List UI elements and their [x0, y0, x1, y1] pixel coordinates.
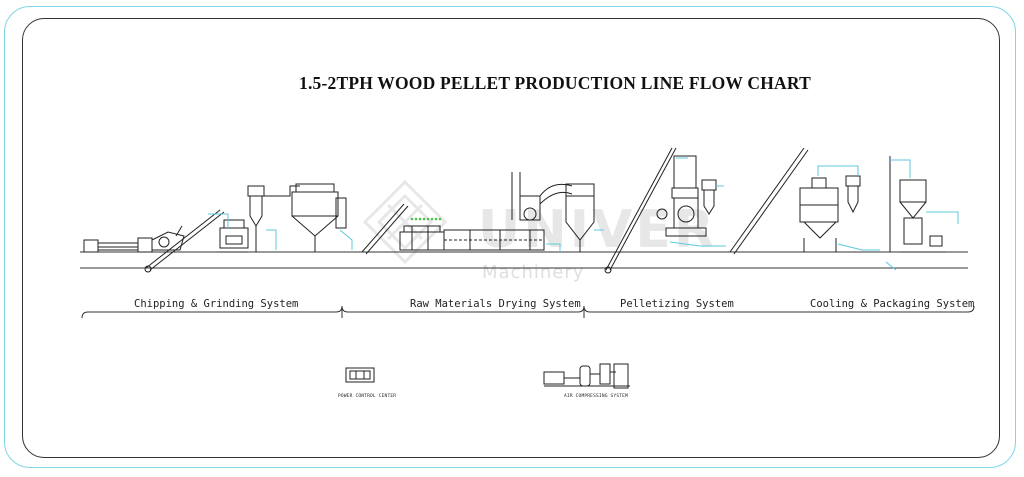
- watermark-logo-icon: [362, 179, 448, 265]
- bucket-elevator-1: [604, 147, 677, 274]
- counterflow-cooler: [799, 177, 839, 252]
- rotary-dryer-drum: [443, 229, 545, 251]
- packing-machine: [889, 156, 946, 253]
- air-compressing-system-label: AIR COMPRESSING SYSTEM: [564, 394, 629, 399]
- chipper-machine: [83, 225, 185, 253]
- outer-frame: [4, 6, 1016, 468]
- system-label-chipping-grinding: Chipping & Grinding System: [134, 298, 299, 310]
- belt-conveyor-2: [361, 203, 409, 255]
- belt-conveyor-3: [729, 147, 809, 255]
- pipes-section-1: [208, 213, 353, 250]
- dryer-cyclone-and-fan: [511, 172, 595, 252]
- cooler-cyclone: [845, 175, 861, 214]
- power-control-center-icon: [345, 367, 375, 383]
- hammer-mill: [219, 219, 249, 253]
- green-dots: [410, 217, 442, 221]
- system-label-cooling-packaging: Cooling & Packaging System: [810, 298, 975, 310]
- section-brackets: [81, 305, 975, 319]
- system-label-raw-drying: Raw Materials Drying System: [410, 298, 581, 310]
- watermark-sub: Machinery: [482, 262, 585, 283]
- system-label-pelletizing: Pelletizing System: [620, 298, 734, 310]
- pellet-mill: [656, 155, 707, 237]
- diagram-title: 1.5-2TPH WOOD PELLET PRODUCTION LINE FLO…: [299, 73, 811, 93]
- pellet-cyclone: [701, 179, 717, 215]
- pipes-section-2: [546, 229, 604, 252]
- pipes-section-4: [817, 159, 959, 271]
- ground-line: [80, 251, 968, 269]
- power-control-center-label: POWER CONTROL CENTER: [338, 394, 397, 399]
- belt-conveyor-1: [144, 209, 225, 273]
- pipes-section-3: [669, 157, 726, 247]
- cyclone-and-silo-1: [247, 183, 347, 252]
- air-compressor-icon: [543, 363, 630, 389]
- inner-frame: [22, 18, 1000, 458]
